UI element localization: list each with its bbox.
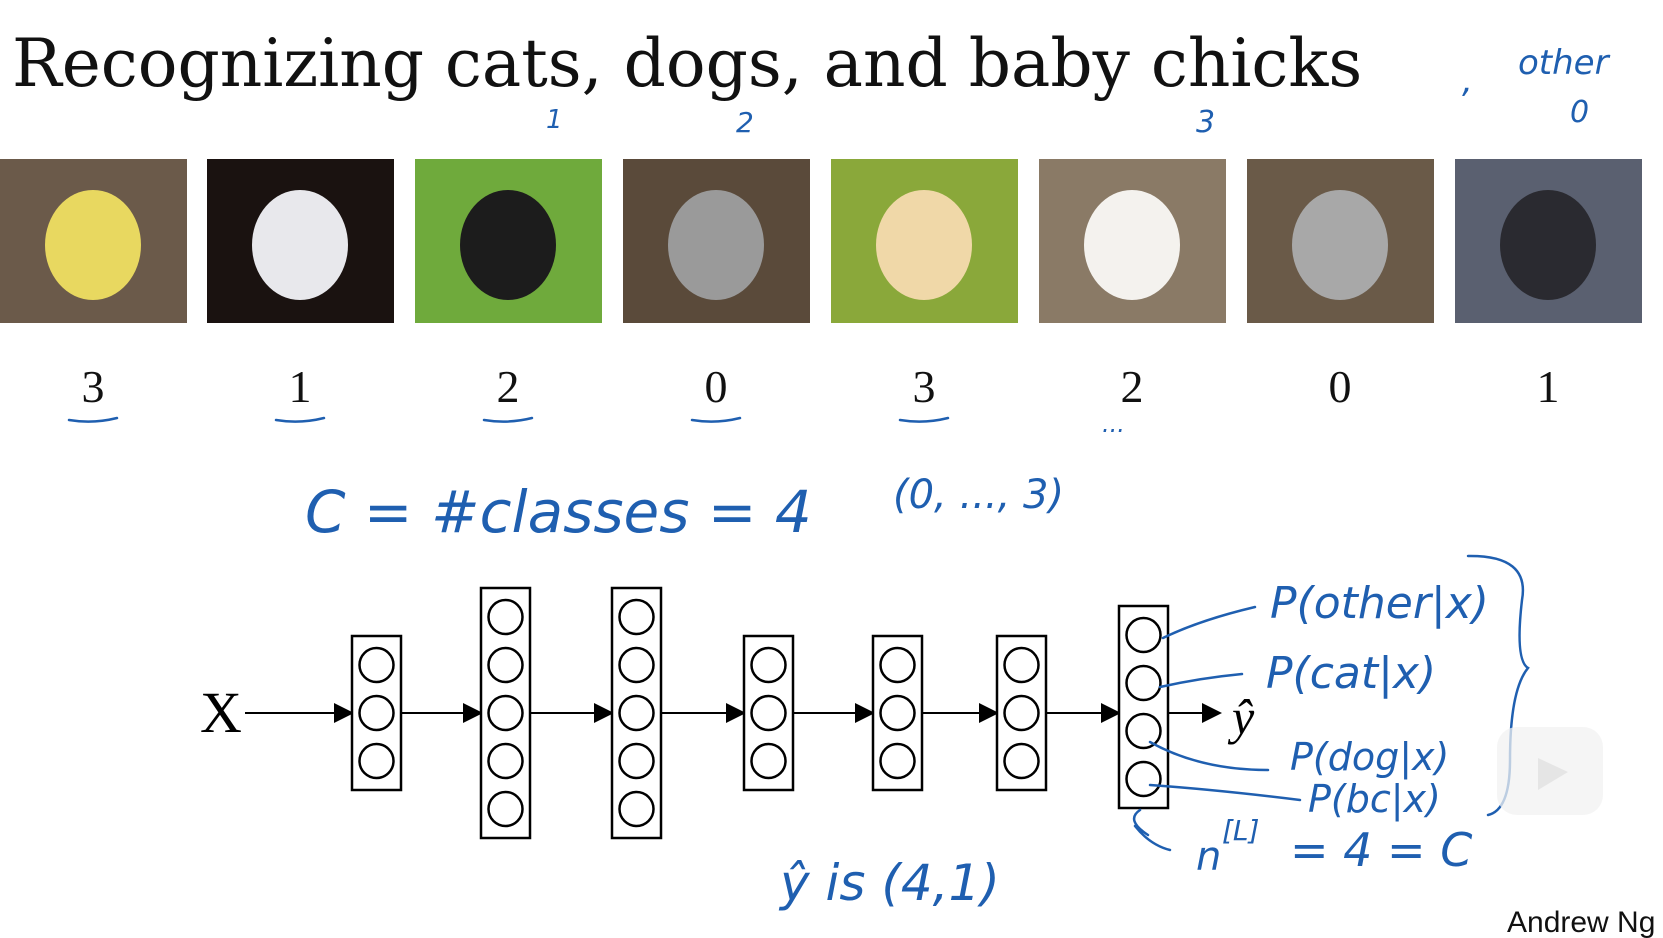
label-underline bbox=[898, 416, 950, 423]
neuron bbox=[1003, 694, 1040, 732]
neuron bbox=[1003, 742, 1040, 780]
class-label: 0 bbox=[705, 361, 728, 412]
p-bc-label: P(bc|x) bbox=[1308, 777, 1441, 822]
input-x-label: X bbox=[200, 680, 242, 745]
label-underline bbox=[67, 416, 119, 423]
p-other-label: P(other|x) bbox=[1270, 578, 1489, 629]
class-index-dog: 2 bbox=[736, 106, 754, 139]
layer-5 bbox=[871, 634, 924, 792]
class-label: 0 bbox=[1329, 361, 1352, 412]
p-cat-label: P(cat|x) bbox=[1266, 648, 1436, 699]
image-koala bbox=[1247, 159, 1434, 323]
neuron bbox=[750, 742, 787, 780]
class-label: 1 bbox=[289, 361, 312, 412]
neuron bbox=[487, 742, 524, 780]
neuron bbox=[487, 790, 524, 828]
neuron bbox=[879, 694, 916, 732]
connector-cat bbox=[1158, 672, 1244, 689]
video-player-watermark-icon bbox=[1497, 727, 1603, 815]
label-row: 3 1 2 0 3 2 0 1 bbox=[67, 361, 1560, 423]
image-baby-chick bbox=[0, 159, 187, 323]
arrow-annotation bbox=[1132, 808, 1172, 852]
connector-other bbox=[1161, 605, 1257, 640]
class-label: 3 bbox=[913, 361, 936, 412]
image-koala bbox=[623, 159, 810, 323]
layer-3 bbox=[610, 586, 663, 840]
neuron bbox=[487, 598, 524, 636]
class-index-other: 0 bbox=[1570, 95, 1589, 130]
n-l-equation: = 4 = C bbox=[1290, 823, 1472, 877]
neuron bbox=[618, 598, 655, 636]
neuron bbox=[618, 646, 655, 684]
image-dog bbox=[1039, 159, 1226, 323]
neuron bbox=[1003, 646, 1040, 684]
class-label: 3 bbox=[82, 361, 105, 412]
neuron bbox=[750, 646, 787, 684]
dots-annotation: ... bbox=[1102, 410, 1125, 438]
label-underline bbox=[690, 416, 742, 423]
image-cat bbox=[1455, 159, 1642, 323]
class-index-chick: 3 bbox=[1196, 105, 1215, 140]
layer-1 bbox=[350, 634, 403, 792]
neuron bbox=[618, 742, 655, 780]
label-underline bbox=[482, 416, 534, 423]
neuron bbox=[1125, 760, 1162, 798]
class-label: 2 bbox=[1121, 361, 1144, 412]
neuron bbox=[750, 694, 787, 732]
neuron bbox=[618, 694, 655, 732]
neuron bbox=[1125, 616, 1162, 654]
neuron bbox=[487, 646, 524, 684]
class-index-cat: 1 bbox=[546, 105, 563, 135]
comma-annotation: , bbox=[1462, 61, 1473, 101]
neuron bbox=[879, 646, 916, 684]
p-dog-label: P(dog|x) bbox=[1290, 735, 1449, 780]
n-l-superscript: [L] bbox=[1222, 814, 1259, 847]
class-range: (0, ..., 3) bbox=[893, 472, 1064, 518]
classes-equation: C = #classes = 4 bbox=[305, 478, 812, 546]
neuron bbox=[358, 694, 395, 732]
image-cat bbox=[207, 159, 394, 323]
output-yhat-label: ŷ bbox=[1227, 689, 1255, 745]
layer-6 bbox=[995, 634, 1048, 792]
neural-network-diagram bbox=[245, 586, 1222, 840]
yhat-shape-annotation: ŷ is (4,1) bbox=[778, 854, 1000, 912]
other-annotation: other bbox=[1518, 43, 1611, 83]
neuron bbox=[618, 790, 655, 828]
author-credit: Andrew Ng bbox=[1507, 906, 1655, 938]
neuron bbox=[358, 742, 395, 780]
image-dog bbox=[415, 159, 602, 323]
neuron bbox=[358, 646, 395, 684]
image-baby-chick bbox=[831, 159, 1018, 323]
neuron bbox=[487, 694, 524, 732]
layer-2 bbox=[479, 586, 532, 840]
connector-dog bbox=[1148, 740, 1270, 772]
layer-4 bbox=[742, 634, 795, 792]
label-underline bbox=[274, 416, 326, 423]
neuron bbox=[1125, 712, 1162, 750]
image-strip bbox=[0, 159, 1642, 323]
class-label: 1 bbox=[1537, 361, 1560, 412]
class-label: 2 bbox=[497, 361, 520, 412]
connector-bc bbox=[1148, 783, 1302, 802]
layer-7 bbox=[1117, 604, 1170, 810]
neuron bbox=[1125, 664, 1162, 702]
slide-title: Recognizing cats, dogs, and baby chicks bbox=[12, 25, 1362, 102]
n-l-label: n bbox=[1196, 834, 1221, 880]
neuron bbox=[879, 742, 916, 780]
